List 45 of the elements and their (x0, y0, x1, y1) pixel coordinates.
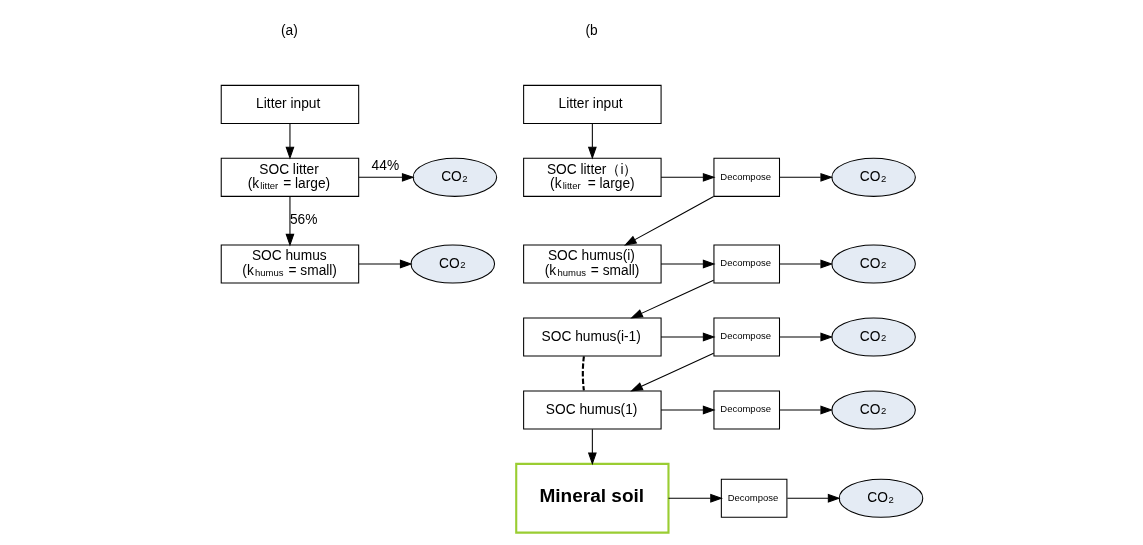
node-ellipse: CO2 (830, 390, 916, 430)
arrow (629, 279, 714, 319)
node-box: SOC humus (khumus = small) (220, 244, 359, 284)
arrow (660, 172, 716, 182)
node-box: SOC humus(i) (khumus = small) (522, 244, 662, 284)
edge-label: 56% (289, 212, 317, 228)
arrow (587, 123, 597, 160)
node-ellipse: CO2 (830, 317, 916, 357)
node-box: SOC humus(1) (522, 390, 662, 430)
node-ellipse: CO2 (838, 478, 923, 518)
arrow (357, 259, 413, 269)
node-box: Decompose (712, 390, 780, 430)
arrow (778, 172, 833, 182)
node-box: SOC litter（i） (klitter = large) (522, 157, 662, 197)
node-ellipse: CO2 (412, 157, 497, 197)
arrow (778, 405, 833, 415)
edge-label: 44% (371, 158, 399, 174)
arrow (786, 493, 841, 503)
arrow (587, 428, 597, 466)
label: (a) (280, 23, 298, 39)
arrow (285, 196, 294, 247)
node-ellipse: CO2 (830, 157, 916, 197)
connector (581, 356, 585, 391)
arrow (357, 172, 415, 182)
arrow (667, 493, 723, 503)
node-box: Mineral soil (514, 462, 670, 534)
node-box: Litter input (522, 84, 662, 124)
arrow (660, 259, 716, 269)
node-box: SOC humus(i-1) (522, 317, 662, 357)
arrow (778, 259, 833, 269)
label: (b (584, 23, 598, 39)
node-box: Decompose (712, 244, 780, 284)
node-box: SOC litter (klitter = large) (220, 157, 359, 197)
node-box: Decompose (720, 478, 787, 518)
node-ellipse: CO2 (410, 244, 495, 284)
arrow (660, 332, 716, 342)
arrow (778, 332, 833, 342)
arrow (629, 352, 714, 392)
node-box: Decompose (712, 317, 780, 357)
node-ellipse: CO2 (830, 244, 916, 284)
arrow (660, 405, 716, 415)
arrow (285, 123, 294, 160)
node-box: Litter input (220, 84, 359, 124)
node-box: Decompose (712, 157, 780, 197)
arrow (623, 196, 714, 246)
